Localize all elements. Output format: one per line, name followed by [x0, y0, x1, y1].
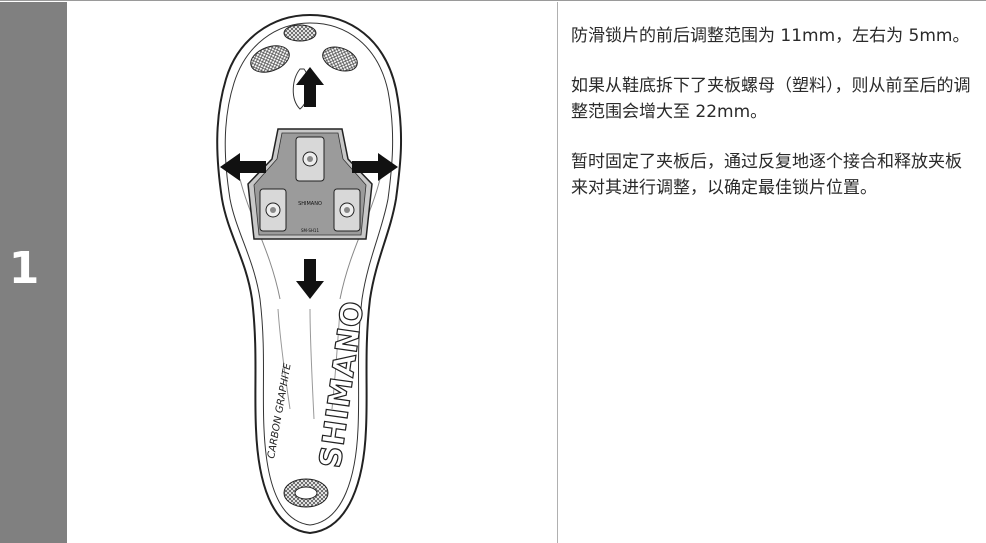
instruction-text: 防滑锁片的前后调整范围为 11mm，左右为 5mm。 如果从鞋底拆下了夹板螺母（… [571, 23, 973, 225]
instruction-paragraph-1: 防滑锁片的前后调整范围为 11mm，左右为 5mm。 [571, 26, 970, 46]
adjustment-arrows [220, 67, 398, 299]
cleat: SHIMANO SM-SH11 [247, 128, 373, 240]
shoe-sole-illustration: SHIMANO SM-SH11 SHIMANO CARBON GRAPHITE [216, 13, 403, 535]
column-divider [557, 2, 558, 543]
toe-pad-left [250, 45, 290, 73]
step-sidebar: 1 [0, 2, 67, 543]
cleat-brand: SHIMANO [298, 201, 322, 207]
toe-pad-center [283, 24, 317, 42]
arrow-right-icon [352, 153, 398, 181]
instruction-paragraph-2: 如果从鞋底拆下了夹板螺母（塑料），则从前至后的调整范围会增大至 22mm。 [571, 76, 971, 122]
cleat-model: SM-SH11 [301, 228, 320, 233]
instruction-paragraph-3: 暂时固定了夹板后，通过反复地逐个接合和释放夹板来对其进行调整，以确定最佳锁片位置… [571, 152, 962, 198]
step-number: 1 [8, 243, 40, 294]
toe-pad-right [322, 46, 358, 72]
arrow-up-icon [296, 67, 324, 107]
arrow-down-icon [296, 259, 324, 299]
arrow-left-icon [220, 153, 266, 181]
